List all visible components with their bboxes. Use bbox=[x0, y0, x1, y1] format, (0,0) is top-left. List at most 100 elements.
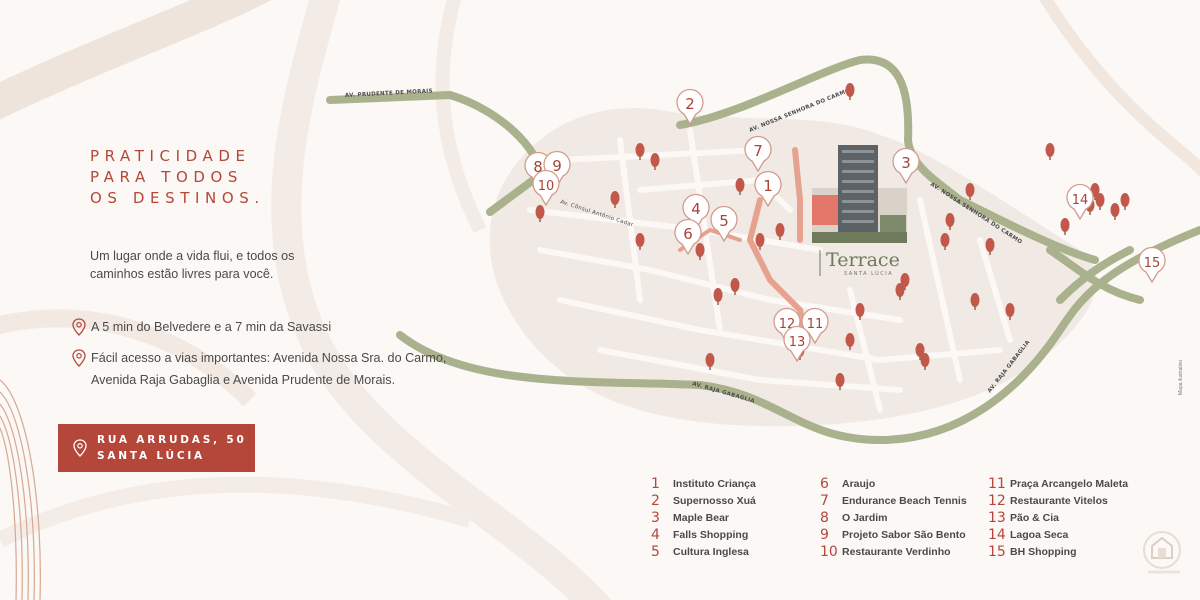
tree-icon bbox=[895, 283, 905, 300]
address-banner: RUA ARRUDAS, 50 SANTA LÚCIA bbox=[58, 424, 255, 472]
legend-number: 1 bbox=[651, 475, 660, 492]
tree-icon bbox=[920, 353, 930, 370]
legend-label: Pão & Cia bbox=[1010, 511, 1060, 524]
map-pin-number: 11 bbox=[807, 317, 824, 332]
tree-icon bbox=[845, 333, 855, 350]
legend-number: 6 bbox=[820, 475, 829, 492]
legend-label: Araujo bbox=[842, 477, 876, 490]
legend-label: O Jardim bbox=[842, 511, 888, 524]
tree-icon bbox=[650, 153, 660, 170]
map-pin-number: 1 bbox=[763, 177, 773, 195]
map-pin-3: 3 bbox=[892, 147, 920, 185]
tree-icon bbox=[945, 213, 955, 230]
legend-label: Endurance Beach Tennis bbox=[842, 494, 967, 507]
tree-icon bbox=[940, 233, 950, 250]
map-pin-15: 15 bbox=[1138, 246, 1166, 284]
road-interchange-b bbox=[1056, 246, 1134, 304]
tree-icon bbox=[1045, 143, 1055, 160]
bullet-access-text: Fácil acesso a vias importantes: Avenida… bbox=[91, 351, 447, 387]
map-pin-1: 1 bbox=[754, 170, 782, 208]
road-label-prudente: AV. PRUDENTE DE MORAIS bbox=[345, 88, 433, 99]
map-pin-2: 2 bbox=[676, 88, 704, 126]
tree-icon bbox=[985, 238, 995, 255]
tree-icon bbox=[1120, 193, 1130, 210]
legend-number: 2 bbox=[651, 492, 660, 509]
address-street: RUA ARRUDAS, 50 bbox=[97, 434, 247, 446]
road-prudente-de-morais bbox=[326, 91, 544, 216]
map-pin-number: 9 bbox=[552, 157, 562, 175]
brand-subtitle: SANTA LÚCIA bbox=[844, 270, 893, 277]
map-pin-number: 15 bbox=[1144, 256, 1161, 271]
tree-icon bbox=[845, 83, 855, 100]
corner-arcs bbox=[0, 379, 41, 600]
map-pin-number: 7 bbox=[753, 142, 763, 160]
map-pin-number: 3 bbox=[901, 154, 911, 172]
legend-label: Projeto Sabor São Bento bbox=[842, 528, 966, 541]
bullet-proximity: A 5 min do Belvedere e a 7 min da Savass… bbox=[72, 316, 471, 338]
location-pin-icon bbox=[72, 349, 86, 367]
legend-number: 8 bbox=[820, 509, 829, 526]
map-pin-6: 6 bbox=[674, 218, 702, 256]
legend-label: Praça Arcangelo Maleta bbox=[1010, 477, 1129, 490]
tree-icon bbox=[900, 273, 910, 290]
legend-label: Lagoa Seca bbox=[1010, 528, 1069, 541]
tree-icon bbox=[965, 183, 975, 200]
road-nossa-senhora-do-carmo-top bbox=[676, 55, 1099, 264]
road-raja-gabaglia bbox=[396, 226, 1200, 444]
tree-icon bbox=[695, 243, 705, 260]
map-pin-number: 4 bbox=[691, 200, 701, 218]
tree-icon bbox=[755, 233, 765, 250]
map-pin-number: 6 bbox=[683, 225, 693, 243]
map-pin-14: 14 bbox=[1066, 183, 1094, 221]
map-pin-number: 8 bbox=[533, 158, 543, 176]
map-pin-number: 5 bbox=[719, 212, 729, 230]
headline: PRATICIDADE PARA TODOS OS DESTINOS. bbox=[90, 146, 265, 209]
legend-item: 2 Supernosso Xuá bbox=[651, 492, 756, 509]
legend-label: Cultura Inglesa bbox=[673, 545, 749, 558]
map-pin-number: 2 bbox=[685, 95, 695, 113]
developer-logo-icon bbox=[1143, 531, 1181, 574]
address-lines: RUA ARRUDAS, 50 SANTA LÚCIA bbox=[97, 432, 247, 464]
map-disclaimer: Mapa ilustrativo bbox=[1178, 359, 1184, 395]
legend-item: 8 O Jardim bbox=[820, 509, 967, 526]
tree-icon bbox=[730, 278, 740, 295]
map-pin-number: 13 bbox=[789, 335, 806, 350]
map-pin-4: 4 bbox=[682, 193, 710, 231]
tree-icon bbox=[1095, 193, 1105, 210]
legend-number: 3 bbox=[651, 509, 660, 526]
address-neighborhood: SANTA LÚCIA bbox=[97, 450, 205, 462]
avenues bbox=[326, 55, 1200, 444]
legend-item: 5 Cultura Inglesa bbox=[651, 543, 756, 560]
bullet-access: Fácil acesso a vias importantes: Avenida… bbox=[72, 347, 471, 391]
tree-icon bbox=[735, 178, 745, 195]
road-interchange-a bbox=[1046, 246, 1144, 304]
tree-icon bbox=[635, 233, 645, 250]
legend-label: Supernosso Xuá bbox=[673, 494, 756, 507]
legend-number: 7 bbox=[820, 492, 829, 509]
legend-label: Maple Bear bbox=[673, 511, 730, 524]
tree-icon bbox=[713, 288, 723, 305]
location-pin-icon bbox=[73, 439, 87, 457]
headline-line-2: PARA TODOS bbox=[90, 168, 244, 186]
tree-icon bbox=[835, 373, 845, 390]
headline-line-3: OS DESTINOS. bbox=[90, 189, 265, 207]
tree-icon bbox=[1060, 218, 1070, 235]
map-pin-7: 7 bbox=[744, 135, 772, 173]
legend-number: 9 bbox=[820, 526, 829, 543]
headline-line-1: PRATICIDADE bbox=[90, 147, 251, 165]
tree-icon bbox=[705, 353, 715, 370]
tree-icon bbox=[1110, 203, 1120, 220]
tree-icon bbox=[970, 293, 980, 310]
tree-icon bbox=[635, 143, 645, 160]
bullet-proximity-text: A 5 min do Belvedere e a 7 min da Savass… bbox=[91, 320, 332, 334]
legend-number: 5 bbox=[651, 543, 660, 560]
